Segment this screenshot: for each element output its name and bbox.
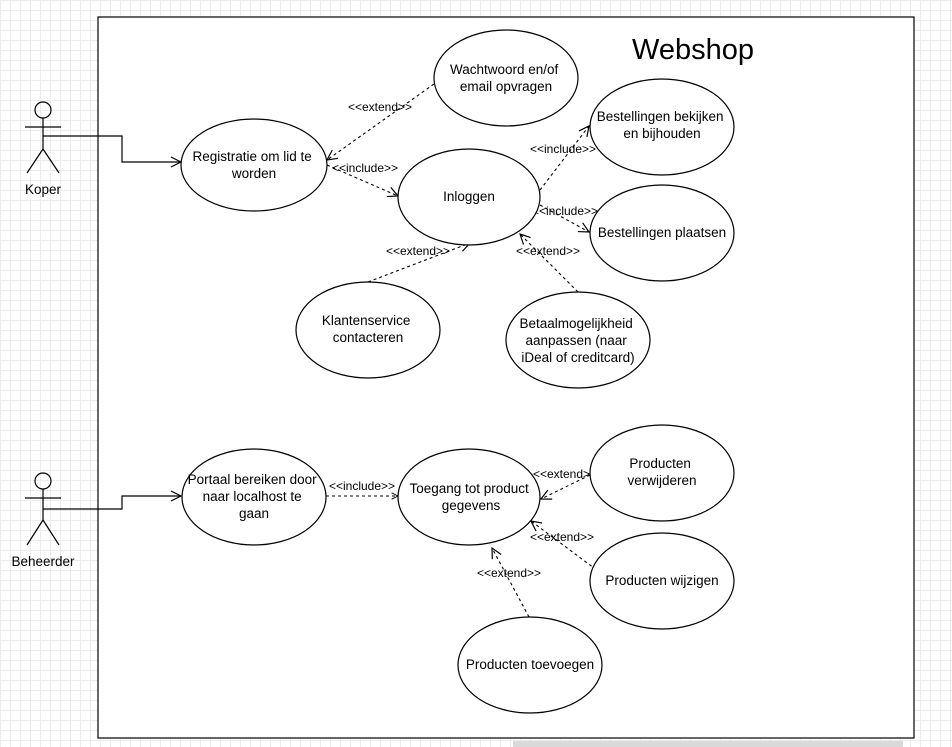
usecase-producten-verwijderen[interactable] [589, 424, 735, 522]
usecase-inloggen-label: Inloggen [443, 189, 495, 204]
usecase-bestellingen-plaatsen-label: Bestellingen plaatsen [598, 225, 726, 240]
edge-inloggen-bekijken [539, 126, 589, 191]
label-extend-klantenservice: <<extend>> [386, 244, 450, 258]
association-beheerder-portaal [43, 496, 181, 510]
actor-beheerder[interactable] [25, 472, 61, 546]
usecase-registratie-label: Registratie om lid te worden [192, 149, 315, 181]
usecase-klantenservice[interactable] [295, 281, 441, 379]
usecase-bestellingen-bekijken[interactable] [589, 78, 735, 176]
usecase-betaalmogelijkheid-label: Betaalmogelijkheid aanpassen (naar iDeal… [519, 316, 636, 365]
usecase-wachtwoord-label: Wachtwoord en/of email opvragen [450, 62, 562, 94]
actor-beheerder-label: Beheerder [11, 554, 75, 569]
usecase-bestellingen-bekijken-label: Bestellingen bekijken en bijhouden [597, 109, 728, 141]
edge-betaal-inloggen [520, 234, 579, 293]
horizontal-scrollbar[interactable] [513, 741, 903, 747]
edge-wachtwoord-registratie [327, 83, 435, 160]
usecase-portaal[interactable] [181, 448, 327, 546]
usecase-klantenservice-label: Klantenservice contacteren [322, 313, 414, 345]
actor-koper-label: Koper [25, 182, 62, 197]
edge-toevoegen-toegang [492, 548, 530, 618]
actor-koper[interactable] [25, 101, 61, 174]
usecase-producten-wijzigen[interactable] [589, 532, 735, 630]
usecase-bestellingen-plaatsen[interactable] [589, 184, 735, 282]
label-extend-toevoegen: <<extend>> [477, 566, 541, 580]
usecase-portaal-label: Portaal bereiken door naar localhost te … [188, 472, 321, 521]
label-include-portaal: <<include>> [329, 479, 395, 493]
usecase-producten-toevoegen[interactable] [457, 616, 603, 714]
label-extend-wijzigen: <<extend>> [530, 530, 594, 544]
label-extend-betaal: <<extend>> [516, 244, 580, 258]
edge-registratie-inloggen [326, 164, 398, 196]
usecase-toegang-label: Toegang tot product gegevens [409, 481, 532, 513]
usecase-inloggen[interactable] [397, 148, 541, 246]
label-extend-wachtwoord: <<extend>> [348, 100, 412, 114]
usecase-producten-verwijderen-label: Producten verwijderen [627, 456, 696, 488]
usecase-wachtwoord[interactable] [433, 29, 579, 127]
usecase-producten-toevoegen-label: Producten toevoegen [466, 657, 594, 672]
usecase-toegang[interactable] [397, 448, 541, 546]
edge-klantenservice-inloggen [367, 243, 470, 283]
association-koper-registratie [43, 135, 181, 162]
label-include-registratie: <<include>> [332, 161, 398, 175]
edge-wijzigen-toegang [531, 521, 607, 578]
label-include-plaatsen: <<include>> [532, 204, 598, 218]
usecase-betaalmogelijkheid[interactable] [505, 291, 651, 389]
usecase-producten-wijzigen-label: Producten wijzigen [605, 573, 718, 588]
label-extend-verwijderen: <<extend>> [533, 467, 597, 481]
label-include-bekijken: <<include>> [530, 142, 596, 156]
system-title: Webshop [632, 34, 754, 66]
usecase-registratie[interactable] [180, 118, 328, 212]
